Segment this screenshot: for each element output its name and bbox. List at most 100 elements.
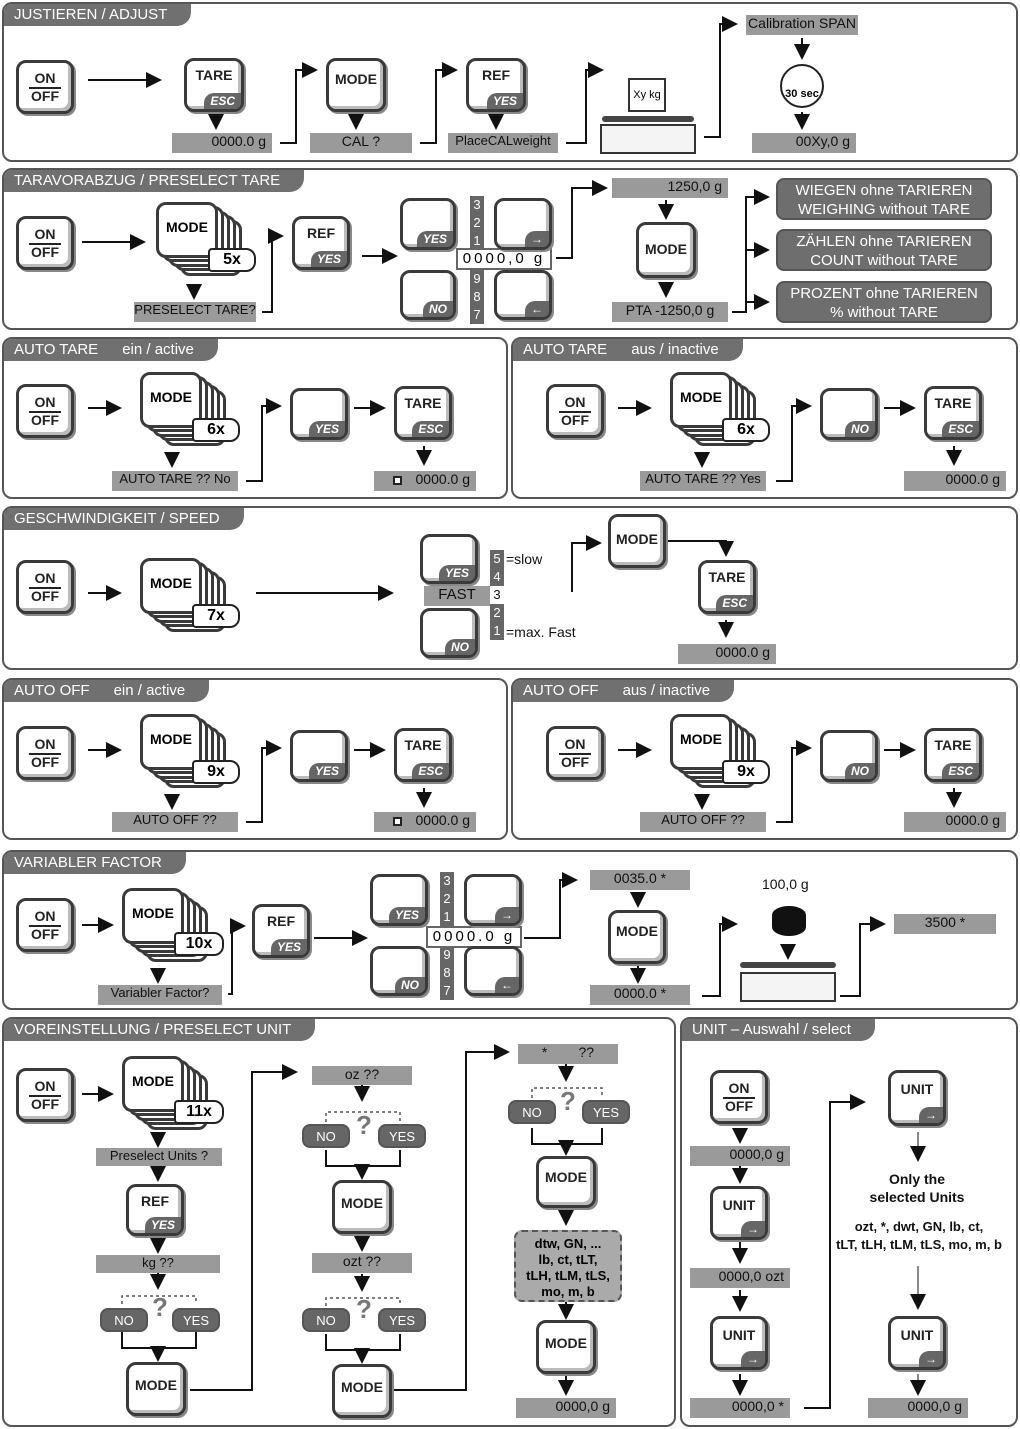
no-button[interactable]: NO [370,946,428,996]
arrow-right-icon: → [919,1107,943,1123]
no-button[interactable]: NO [100,1308,148,1332]
arrow-right-icon: → [741,1221,765,1237]
display-readout: FAST [424,586,490,606]
arrow-right-icon: → [919,1351,943,1367]
mode-button-stack[interactable]: MODE 6x [140,372,250,448]
mode-button-stack[interactable]: MODE 11x [122,1056,232,1132]
arrow-right-button[interactable]: → [494,198,552,250]
no-button[interactable]: NO [508,1100,556,1124]
display-readout: 0000.0 g [172,133,272,153]
scale-platform-icon [602,116,694,122]
section-title-adjust: JUSTIEREN / ADJUST [4,4,192,26]
display-readout: 0000.0 g [678,644,776,664]
display-readout: AUTO OFF ?? [112,812,238,832]
no-button[interactable]: NO [302,1124,350,1148]
display-readout: 0000,0 ozt [690,1268,790,1288]
mode-button-stack[interactable]: MODE 5x [156,202,266,278]
yes-button[interactable]: YES [420,534,478,584]
timer-icon: 30 sec [780,64,824,108]
unit-button[interactable]: UNIT→ [888,1316,946,1370]
press-count: 9x [192,760,240,784]
no-button[interactable]: NO [820,730,878,782]
mode-button-stack[interactable]: MODE 9x [140,714,250,790]
mode-button[interactable]: MODE [332,1364,392,1418]
no-button[interactable]: NO [302,1308,350,1332]
weight-icon: Xy kg [628,78,666,112]
arrow-left-button[interactable]: ← [494,270,552,320]
no-button[interactable]: NO [400,270,456,320]
display-readout: Preselect Units ? [96,1148,222,1166]
yes-button[interactable]: YES [290,388,348,440]
mode-button-stack[interactable]: MODE 9x [670,714,780,790]
yes-button[interactable]: YES [582,1100,630,1124]
mode-button-stack[interactable]: MODE 10x [122,888,232,964]
question-mark-icon: ? [356,1294,372,1324]
mode-button[interactable]: MODE [326,58,386,112]
yes-button[interactable]: YES [370,874,428,926]
mode-button[interactable]: MODE [608,910,666,964]
digit-entry-field[interactable]: 0000.0 g [426,926,522,948]
mode-button[interactable]: MODE [332,1180,392,1234]
display-readout: kg ?? [96,1255,220,1273]
weight-label: 100,0 g [762,876,809,892]
no-button[interactable]: NO [820,388,878,440]
yes-button[interactable]: YES [290,730,348,782]
yes-button[interactable]: YES [378,1308,426,1332]
yes-button[interactable]: YES [378,1124,426,1148]
mode-button[interactable]: MODE [636,222,696,278]
arrow-right-icon: → [525,231,549,247]
unit-button[interactable]: UNIT→ [710,1186,768,1240]
arrow-right-icon: → [495,907,519,923]
mode-button[interactable]: MODE [536,1156,596,1208]
mode-button[interactable]: MODE [126,1362,186,1416]
display-readout: 0000.0 * [590,985,690,1005]
yes-button[interactable]: YES [172,1308,220,1332]
section-title-preselect-tare: TARAVORABZUG / PRESELECT TARE [4,170,305,192]
section-title-unit-select: UNIT – Auswahl / select [682,1019,875,1041]
question-mark-icon: ? [356,1110,372,1140]
speed-fast-label: =max. Fast [506,624,576,640]
press-count: 7x [192,604,240,628]
digit-entry-field[interactable]: 0000,0 g [456,248,552,270]
mode-button-stack[interactable]: MODE 6x [670,372,780,448]
mode-button[interactable]: MODE [608,514,666,568]
unit-button[interactable]: UNIT→ [710,1316,768,1370]
display-readout: Calibration SPAN [746,15,858,35]
unit-button[interactable]: UNIT→ [888,1070,946,1126]
speed-slow-label: =slow [506,551,543,567]
arrow-right-button[interactable]: → [464,874,522,926]
arrow-left-button[interactable]: ← [464,946,522,996]
mode-button[interactable]: MODE [536,1320,596,1374]
mode-button-stack[interactable]: MODE 7x [140,558,250,634]
display-readout: CAL ? [310,133,412,153]
display-readout: 0000,0 g [690,1146,790,1166]
no-button[interactable]: NO [420,608,478,658]
yes-button[interactable]: YES [400,198,456,250]
